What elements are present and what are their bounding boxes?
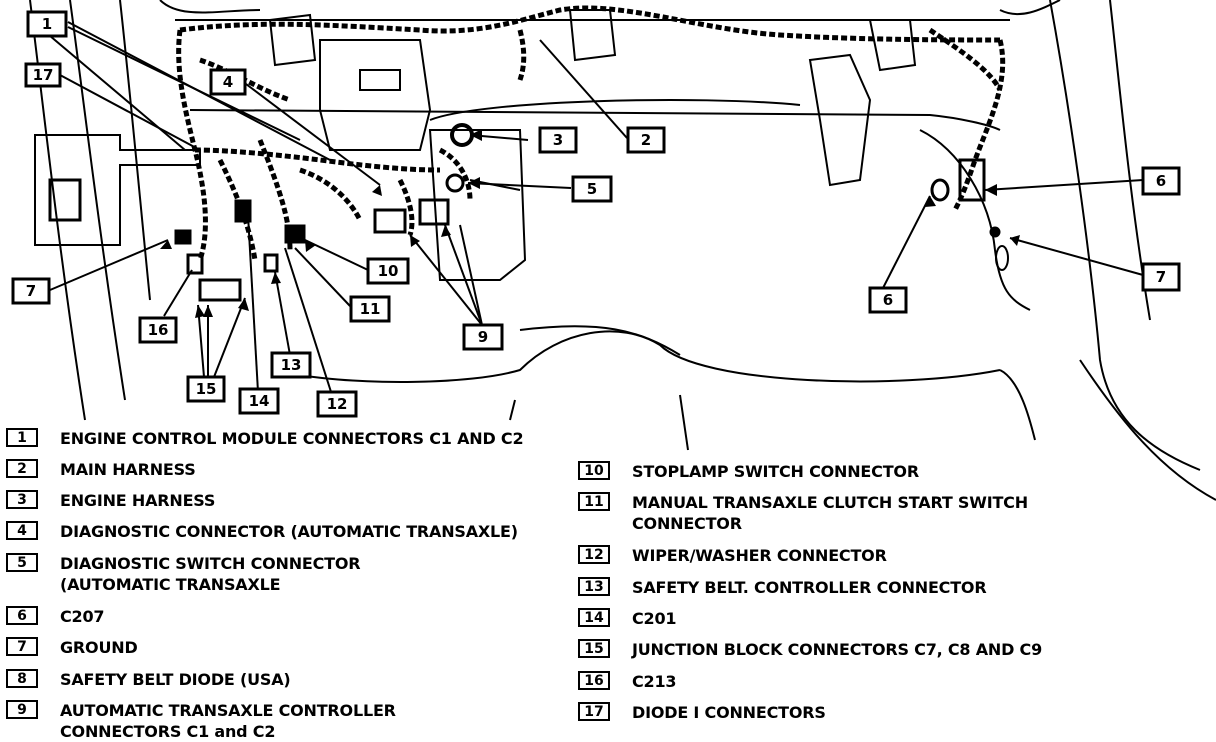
- legend-text: GROUND: [60, 638, 138, 657]
- legend-item-5: 5 DIAGNOSTIC SWITCH CONNECTOR (AUTOMATIC…: [6, 553, 361, 595]
- legend-item-17: 17 DIODE I CONNECTORS: [578, 702, 826, 723]
- legend-item-6: 6 C207: [6, 606, 105, 627]
- legend-number: 15: [578, 639, 610, 658]
- legend-text: JUNCTION BLOCK CONNECTORS C7, C8 AND C9: [632, 640, 1043, 659]
- legend-item-11: 11 MANUAL TRANSAXLE CLUTCH START SWITCH …: [578, 492, 1028, 534]
- legend-text: AUTOMATIC TRANSAXLE CONTROLLER CONNECTOR…: [60, 701, 396, 741]
- legend-item-9: 9 AUTOMATIC TRANSAXLE CONTROLLER CONNECT…: [6, 700, 396, 742]
- callout-13: 13: [281, 356, 302, 374]
- legend-number: 10: [578, 461, 610, 480]
- callout-8: 6: [883, 291, 893, 309]
- leader-lines: [42, 21, 1144, 451]
- legend-item-15: 15 JUNCTION BLOCK CONNECTORS C7, C8 AND …: [578, 639, 1042, 660]
- callout-labels: 1 2 3 4 5 6 6 7 7 9 10 11 12 13 14 15 16…: [26, 15, 1166, 413]
- legend-text: MAIN HARNESS: [60, 460, 196, 479]
- legend-text: C201: [632, 609, 677, 628]
- legend-text: ENGINE HARNESS: [60, 491, 216, 510]
- legend-text: SAFETY BELT DIODE (USA): [60, 670, 291, 689]
- legend-item-4: 4 DIAGNOSTIC CONNECTOR (AUTOMATIC TRANSA…: [6, 521, 518, 542]
- legend-item-16: 16 C213: [578, 671, 677, 692]
- callout-16: 16: [148, 321, 169, 339]
- callout-9: 9: [478, 328, 488, 346]
- legend-number: 1: [6, 428, 38, 447]
- legend-item-1: 1 ENGINE CONTROL MODULE CONNECTORS C1 AN…: [6, 428, 524, 449]
- legend-number: 11: [578, 492, 610, 511]
- legend-text: C213: [632, 672, 677, 691]
- body-outline: [29, 0, 1216, 501]
- legend-number: 9: [6, 700, 38, 719]
- callout-5: 5: [587, 180, 597, 198]
- legend-text: DIAGNOSTIC CONNECTOR (AUTOMATIC TRANSAXL…: [60, 522, 518, 541]
- legend-number: 5: [6, 553, 38, 572]
- legend-text: DIODE I CONNECTORS: [632, 703, 826, 722]
- arrowheads: [160, 129, 1020, 318]
- legend-item-8: 8 SAFETY BELT DIODE (USA): [6, 669, 291, 690]
- callout-7-left: 7: [26, 282, 36, 300]
- legend-number: 7: [6, 637, 38, 656]
- callout-1: 1: [42, 15, 52, 33]
- callout-3: 3: [553, 131, 563, 149]
- legend-number: 8: [6, 669, 38, 688]
- callout-15: 15: [196, 380, 217, 398]
- legend-text: C207: [60, 607, 105, 626]
- legend-item-7: 7 GROUND: [6, 637, 138, 658]
- callout-6: 6: [1156, 172, 1166, 190]
- legend-number: 17: [578, 702, 610, 721]
- callout-4: 4: [223, 73, 233, 91]
- legend-number: 2: [6, 459, 38, 478]
- connectors: [48, 123, 1001, 302]
- legend-number: 3: [6, 490, 38, 509]
- callout-boxes: [11, 10, 1181, 418]
- legend-number: 4: [6, 521, 38, 540]
- legend-number: 13: [578, 577, 610, 596]
- legend-item-10: 10 STOPLAMP SWITCH CONNECTOR: [578, 461, 919, 482]
- wire-harness: [176, 5, 1006, 261]
- legend-number: 12: [578, 545, 610, 564]
- callout-2: 2: [641, 131, 651, 149]
- callout-12: 12: [327, 395, 348, 413]
- legend-number: 16: [578, 671, 610, 690]
- legend-text: SAFETY BELT. CONTROLLER CONNECTOR: [632, 578, 987, 597]
- legend-text: ENGINE CONTROL MODULE CONNECTORS C1 AND …: [60, 429, 524, 448]
- callout-11: 11: [360, 300, 381, 318]
- legend-text: STOPLAMP SWITCH CONNECTOR: [632, 462, 919, 481]
- callout-17: 17: [33, 66, 54, 84]
- legend-text: MANUAL TRANSAXLE CLUTCH START SWITCH CON…: [632, 493, 1028, 533]
- legend-text: DIAGNOSTIC SWITCH CONNECTOR (AUTOMATIC T…: [60, 554, 361, 594]
- legend-item-3: 3 ENGINE HARNESS: [6, 490, 215, 511]
- legend-number: 14: [578, 608, 610, 627]
- legend-item-12: 12 WIPER/WASHER CONNECTOR: [578, 545, 887, 566]
- legend-text: WIPER/WASHER CONNECTOR: [632, 546, 887, 565]
- legend-item-14: 14 C201: [578, 608, 677, 629]
- legend-number: 6: [6, 606, 38, 625]
- legend-item-13: 13 SAFETY BELT. CONTROLLER CONNECTOR: [578, 577, 987, 598]
- callout-7-right: 7: [1156, 268, 1166, 286]
- callout-14: 14: [249, 392, 270, 410]
- callout-10: 10: [378, 262, 399, 280]
- legend-item-2: 2 MAIN HARNESS: [6, 459, 196, 480]
